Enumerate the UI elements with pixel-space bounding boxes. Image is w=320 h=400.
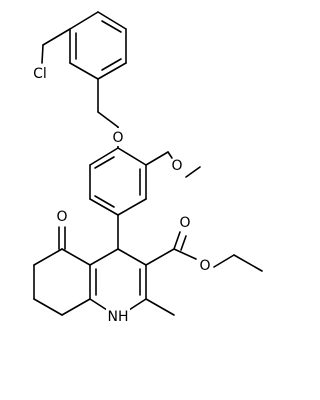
bond	[94, 195, 115, 208]
bond	[180, 235, 187, 251]
ester-alkoxy-oxygen-label: O	[199, 258, 210, 274]
bond	[69, 11, 99, 30]
ring-nitrogen-background	[106, 307, 130, 325]
benzyl-ether-oxygen-atom: O	[111, 128, 125, 146]
ester-alkoxy-oxygen-background	[198, 256, 212, 274]
bond	[145, 248, 175, 266]
bond	[117, 147, 147, 166]
molecule-structure: Cl O O O O O NH	[28, 11, 263, 325]
bond	[167, 151, 173, 159]
bond	[145, 298, 175, 316]
methoxy-oxygen-atom: O	[170, 156, 184, 174]
bond	[89, 147, 119, 166]
bond	[101, 20, 122, 33]
bond	[89, 198, 119, 216]
bond	[61, 298, 91, 316]
bond	[117, 248, 147, 266]
ketone-oxygen-background	[55, 207, 69, 225]
bonds	[33, 11, 263, 316]
bond	[97, 62, 127, 80]
atom-labels: Cl O O O O O NH	[28, 44, 212, 325]
bond	[33, 248, 63, 266]
bond	[97, 11, 127, 30]
bond	[213, 254, 235, 268]
bond	[101, 58, 122, 71]
bond	[69, 62, 99, 80]
bond	[233, 254, 263, 272]
ring-nitrogen-atom: NH	[106, 307, 130, 325]
ketone-oxygen-label: O	[56, 209, 67, 225]
chlorine-atom: Cl	[28, 64, 52, 82]
ring-nitrogen-label: NH	[108, 309, 129, 325]
bond	[117, 198, 147, 216]
bond	[89, 298, 108, 311]
ester-carbonyl-oxygen-label: O	[179, 215, 190, 231]
bond	[185, 166, 201, 178]
bond	[33, 298, 63, 316]
bond	[173, 248, 197, 260]
benzyl-ether-oxygen-background	[111, 128, 125, 146]
bond	[61, 248, 91, 266]
benzyl-ether-oxygen-label: O	[112, 130, 123, 146]
bond	[97, 111, 119, 128]
bond	[94, 156, 115, 169]
bond	[89, 248, 119, 266]
chlorine-atom-background	[28, 64, 52, 82]
methoxy-oxygen-background	[170, 156, 184, 174]
bond	[128, 298, 147, 311]
ester-alkoxy-oxygen-atom: O	[198, 256, 212, 274]
ester-carbonyl-oxygen-background	[178, 213, 192, 231]
methoxy-oxygen-label: O	[171, 158, 182, 174]
chlorine-label: Cl	[33, 66, 47, 82]
ester-carbonyl-oxygen-atom: O	[178, 213, 192, 231]
bond	[145, 151, 169, 166]
bond	[173, 231, 181, 250]
ketone-oxygen-atom: O	[55, 207, 69, 225]
bond	[41, 44, 44, 64]
bond	[42, 28, 71, 46]
